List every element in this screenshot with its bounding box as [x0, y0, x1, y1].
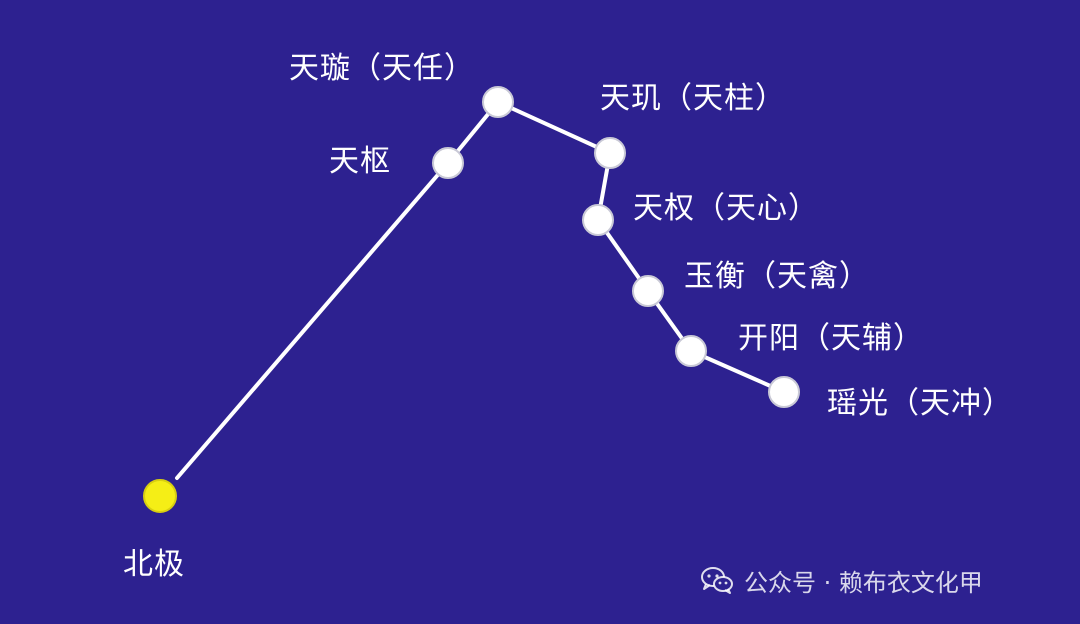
label-yuheng: 玉衡（天禽）: [684, 259, 870, 294]
label-tianquan: 天权（天心）: [633, 191, 819, 226]
star-tianxuan: [482, 86, 514, 118]
watermark: 公众号 · 赖布衣文化甲: [700, 562, 983, 598]
star-kaiyang: [675, 335, 707, 367]
star-tianshu: [432, 147, 464, 179]
dipper-line: [496, 100, 786, 394]
watermark-text: 公众号 · 赖布衣文化甲: [744, 568, 983, 597]
star-tianji: [594, 137, 626, 169]
label-yaoguang: 瑶光（天冲）: [827, 386, 1013, 421]
star-beiji: [143, 479, 177, 513]
label-tianshu: 天枢: [329, 144, 391, 179]
star-tianquan: [582, 204, 614, 236]
star-yaoguang: [768, 376, 800, 408]
label-beiji: 北极: [123, 547, 185, 582]
label-kaiyang: 开阳（天辅）: [738, 321, 924, 356]
wechat-icon: [701, 567, 733, 594]
star-yuheng: [632, 275, 664, 307]
label-tianji: 天玑（天柱）: [600, 81, 786, 116]
label-tianxuan: 天璇（天任）: [289, 51, 475, 86]
